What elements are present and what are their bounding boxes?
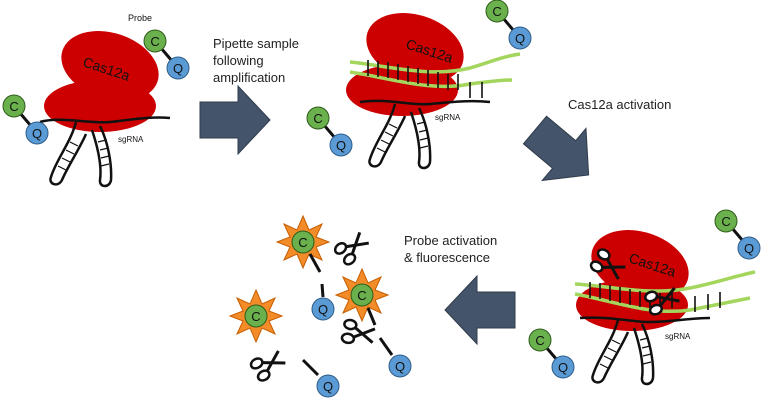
svg-text:C: C — [298, 235, 307, 250]
step1-label: Pipette sample following amplification — [213, 36, 299, 85]
panel2-complex: Cas12a sgRNA — [305, 0, 533, 170]
svg-text:Probe: Probe — [128, 13, 152, 23]
panel1-complex: Cas12a sgRNA Probe — [1, 13, 191, 188]
svg-text:Q: Q — [318, 302, 328, 317]
svg-text:Q: Q — [323, 379, 333, 394]
arrow-2 — [512, 103, 611, 202]
svg-text:Q: Q — [395, 359, 405, 374]
panel3-complex: Cas12a sgRNA — [527, 208, 762, 386]
arrow-3 — [444, 275, 516, 345]
svg-text:sgRNA: sgRNA — [118, 135, 144, 144]
svg-text:C: C — [251, 309, 260, 324]
svg-text:C: C — [357, 288, 366, 303]
step3-label: Probe activation & fluorescence — [404, 233, 498, 265]
step2-label: Cas12a activation — [568, 97, 672, 112]
arrow-1 — [199, 85, 271, 155]
panel4-cleaved-probes: C Q C Q C Q — [229, 215, 412, 398]
svg-text:sgRNA: sgRNA — [665, 332, 691, 341]
svg-text:sgRNA: sgRNA — [435, 113, 461, 122]
